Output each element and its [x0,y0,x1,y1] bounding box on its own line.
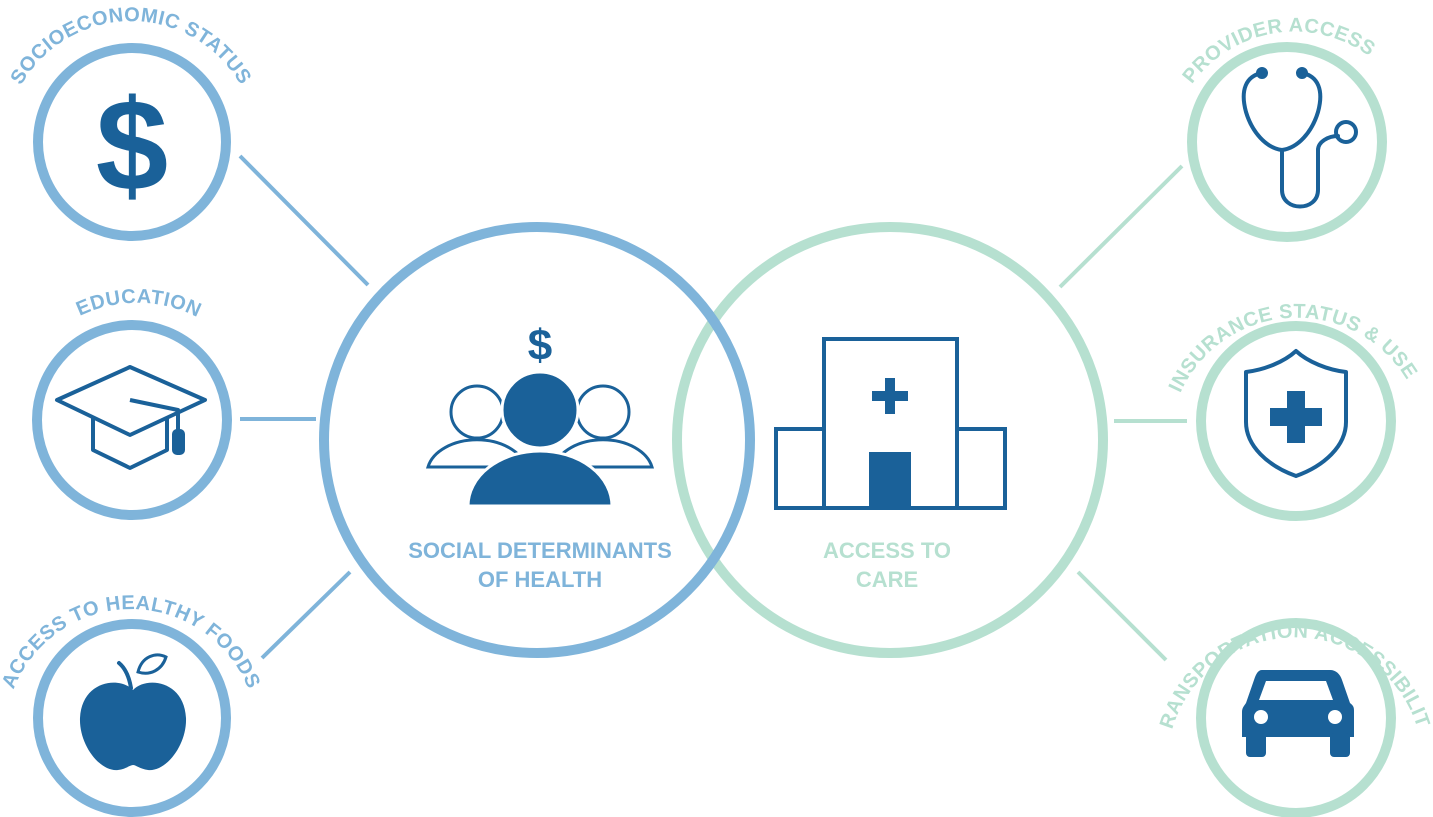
car-icon [1242,670,1354,757]
node-access-to-healthy-foods: ACCESS TO HEALTHY FOODS [0,592,264,817]
shield-cross-icon [1244,349,1348,478]
hospital-icon [774,337,1007,510]
access-to-care-ring [672,222,1108,658]
access-title-line1: ACCESS TO [823,538,951,563]
graduation-cap-icon [55,365,207,470]
people-dollar-icon: $ [425,321,655,508]
connector-transportation [1076,570,1168,662]
education-label: EDUCATION [73,286,205,322]
connector-socioeconomic [238,154,370,287]
node-socioeconomic-status: SOCIOECONOMIC STATUS $ [6,4,255,241]
node-provider-access: PROVIDER ACCESS [1179,15,1387,242]
svg-text:$: $ [528,321,552,370]
connector-lines [238,154,1187,662]
social-title-line2: OF HEALTH [478,567,602,592]
stethoscope-icon [1241,67,1358,209]
node-education: EDUCATION [32,286,232,520]
access-title-line2: CARE [856,567,918,592]
node-insurance-status: INSURANCE STATUS & USE [1165,301,1421,521]
social-title-line1: SOCIAL DETERMINANTS [408,538,672,563]
connector-foods [260,570,352,660]
connector-provider [1058,164,1184,289]
social-determinants-ring [319,222,755,658]
dollar-icon: $ [96,72,168,218]
apple-icon [79,653,187,771]
